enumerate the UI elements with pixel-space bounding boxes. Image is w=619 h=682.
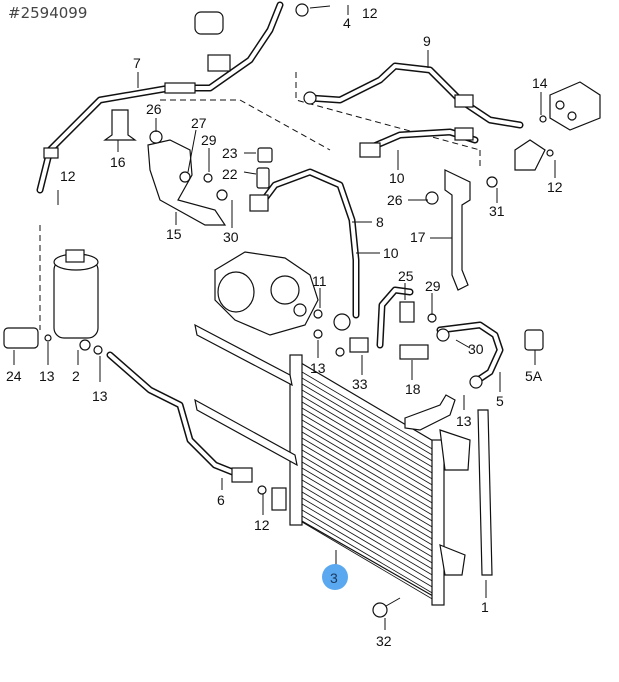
condenser-fin [301, 461, 435, 541]
bolt-32 [372, 597, 401, 618]
callout-33[interactable]: 33 [352, 376, 368, 392]
callout-4[interactable]: 4 [343, 15, 351, 31]
condenser-fin [301, 377, 435, 457]
condenser-fin [301, 479, 435, 559]
hose-10-upper [359, 127, 479, 158]
top-fittings [194, 3, 331, 72]
callout-22[interactable]: 22 [222, 166, 238, 182]
callout-29a[interactable]: 29 [201, 132, 217, 148]
hose-25-30 [376, 286, 544, 389]
condenser-fin [301, 413, 435, 493]
condenser-fin [301, 485, 435, 565]
callout-12c[interactable]: 12 [547, 179, 563, 195]
condenser-fin [301, 419, 435, 499]
callout-9[interactable]: 9 [423, 33, 431, 49]
callout-24[interactable]: 24 [6, 368, 22, 384]
hose-7 [36, 1, 284, 194]
callout-15[interactable]: 15 [166, 226, 182, 242]
callout-7[interactable]: 7 [133, 55, 141, 71]
callout-23[interactable]: 23 [222, 145, 238, 161]
callout-27[interactable]: 27 [191, 115, 207, 131]
callout-13c[interactable]: 13 [310, 360, 326, 376]
callout-13b[interactable]: 13 [92, 388, 108, 404]
callout-10a[interactable]: 10 [389, 170, 405, 186]
condenser [289, 354, 471, 606]
callout-labels: 12 4 9 7 14 26 27 29 16 23 22 12 10 26 1… [6, 5, 563, 649]
condenser-fin [301, 473, 435, 553]
expansion-valve-block [514, 81, 601, 171]
hose-9 [303, 62, 524, 129]
bracket-15 [103, 109, 228, 226]
callout-10b[interactable]: 10 [383, 245, 399, 261]
callout-12d[interactable]: 12 [254, 517, 270, 533]
condenser-fin [301, 401, 435, 481]
callout-32[interactable]: 32 [376, 633, 392, 649]
callout-12a[interactable]: 12 [362, 5, 378, 21]
side-rails [194, 323, 493, 576]
callout-6[interactable]: 6 [217, 492, 225, 508]
callout-29b[interactable]: 29 [425, 278, 441, 294]
condenser-fin [301, 449, 435, 529]
condenser-fin [301, 443, 435, 523]
condenser-fin [301, 407, 435, 487]
callout-16[interactable]: 16 [110, 154, 126, 170]
callout-13a[interactable]: 13 [39, 368, 55, 384]
callout-11[interactable]: 11 [312, 273, 327, 289]
callout-26b[interactable]: 26 [387, 192, 403, 208]
callout-3[interactable]: 3 [330, 570, 338, 586]
callout-30b[interactable]: 30 [468, 341, 484, 357]
callout-8[interactable]: 8 [376, 214, 384, 230]
callout-14[interactable]: 14 [532, 75, 548, 91]
condenser-fin [301, 383, 435, 463]
condenser-fin [301, 431, 435, 511]
condenser-fin [301, 455, 435, 535]
condenser-fin [301, 437, 435, 517]
receiver-dryer [3, 249, 103, 355]
bracket-17 [425, 169, 498, 291]
callout-26a[interactable]: 26 [146, 101, 162, 117]
callout-18[interactable]: 18 [405, 381, 421, 397]
condenser-fin [301, 497, 435, 577]
callout-5A[interactable]: 5A [525, 368, 543, 384]
callout-2[interactable]: 2 [72, 368, 80, 384]
condenser-fin [301, 491, 435, 571]
compressor-fittings [313, 309, 369, 357]
callout-30a[interactable]: 30 [223, 229, 239, 245]
valve-parts-22-23 [256, 147, 273, 189]
callout-1[interactable]: 1 [481, 599, 489, 615]
highlight-marker[interactable] [322, 564, 348, 590]
condenser-fin [301, 509, 435, 589]
condenser-fin [301, 371, 435, 451]
leader-lines [13, 5, 556, 630]
condenser-fin [301, 425, 435, 505]
condenser-fin [301, 503, 435, 583]
condenser-fin [301, 521, 435, 601]
callout-17[interactable]: 17 [410, 229, 426, 245]
condenser-fin [301, 467, 435, 547]
callout-13d[interactable]: 13 [456, 413, 472, 429]
hose-6 [106, 351, 287, 511]
hose-8 [249, 168, 360, 331]
compressor [214, 251, 319, 336]
callout-25[interactable]: 25 [398, 268, 414, 284]
callout-31[interactable]: 31 [489, 203, 505, 219]
diagram-id: #2594099 [8, 4, 88, 22]
condenser-fin [301, 389, 435, 469]
callout-12b[interactable]: 12 [60, 168, 76, 184]
condenser-fin [301, 395, 435, 475]
condenser-fin [301, 515, 435, 595]
callout-5[interactable]: 5 [496, 393, 504, 409]
